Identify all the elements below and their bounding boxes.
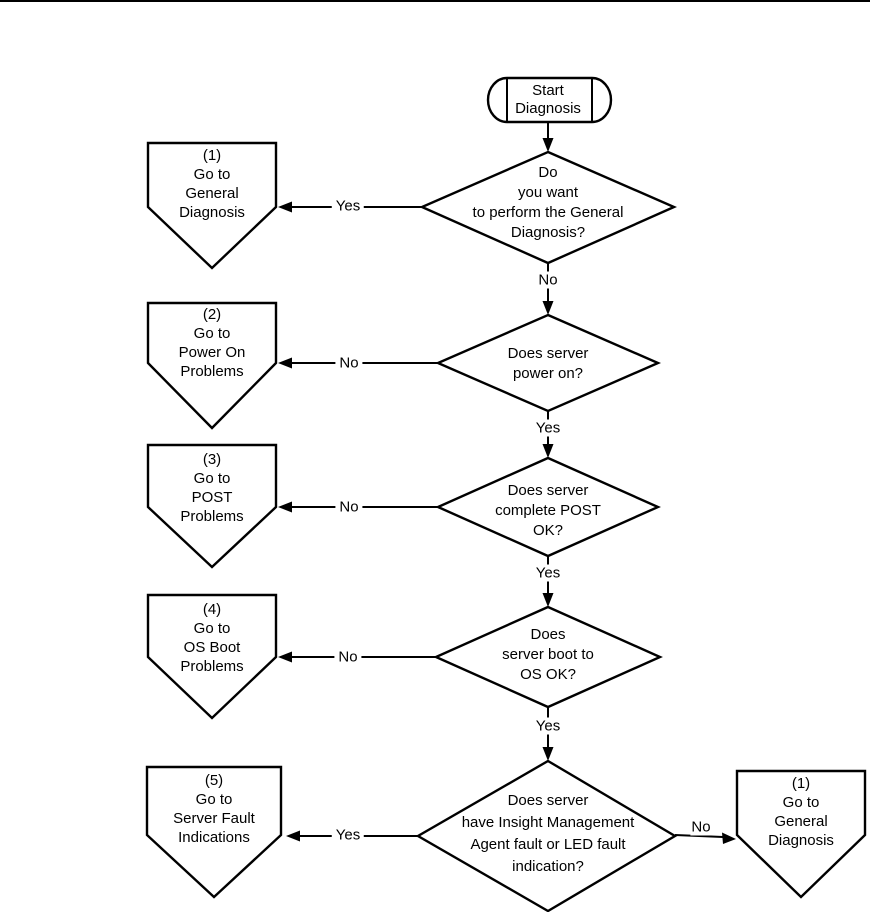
arrowhead-post-yes xyxy=(542,593,554,607)
arrowhead-fault-yes xyxy=(286,830,300,842)
edge-label-post-no: No xyxy=(335,498,363,516)
offpage-connector-post xyxy=(146,443,278,569)
goto-fault-label: (5) Go to Server Fault Indications xyxy=(173,772,255,846)
edge-label-boot-yes: Yes xyxy=(531,717,565,735)
edge-label-fault-no: No xyxy=(690,818,712,836)
goto-power-label: (2) Go to Power On Problems xyxy=(178,306,246,380)
arrowhead-general-yes xyxy=(278,201,292,213)
arrowhead-power-yes xyxy=(542,444,554,458)
edge-fault-no-line xyxy=(674,834,724,838)
decision-post-label: Does server complete POST OK? xyxy=(495,482,601,539)
edge-label-general-yes: Yes xyxy=(331,197,365,215)
arrowhead-boot-no xyxy=(278,651,292,663)
offpage-connector-osboot xyxy=(146,593,278,720)
decision-fault-label: Does server have Insight Management Agen… xyxy=(461,792,635,875)
decision-diamond-general xyxy=(419,150,677,265)
offpage-connector-general xyxy=(146,141,278,270)
decision-power-label: Does server power on? xyxy=(507,345,589,382)
edge-label-post-yes: Yes xyxy=(531,564,565,582)
arrowhead-fault-no xyxy=(722,832,736,844)
decision-diamond-fault xyxy=(415,759,678,912)
goto-general-right-label: (1) Go to General Diagnosis xyxy=(768,775,834,849)
decision-general-label: Do you want to perform the General Diagn… xyxy=(472,164,624,241)
offpage-connector-general-right xyxy=(735,769,867,899)
arrowhead-general-no xyxy=(542,301,554,315)
goto-post-label: (3) Go to POST Problems xyxy=(180,451,244,525)
arrowhead-power-no xyxy=(278,357,292,369)
edge-label-power-no: No xyxy=(335,354,363,372)
offpage-connector-fault xyxy=(145,765,283,899)
edge-label-power-yes: Yes xyxy=(531,419,565,437)
goto-general-label: (1) Go to General Diagnosis xyxy=(179,147,245,221)
offpage-connector-power xyxy=(146,301,278,430)
arrowhead-boot-yes xyxy=(542,747,554,761)
edge-label-fault-yes: Yes xyxy=(331,826,365,844)
start-label: Start Diagnosis xyxy=(515,82,581,117)
decision-boot-label: Does server boot to OS OK? xyxy=(502,626,594,683)
edge-label-boot-no: No xyxy=(334,648,362,666)
edge-label-general-no: No xyxy=(534,271,562,289)
decision-diamond-power xyxy=(434,313,662,413)
top-border-line xyxy=(0,0,870,2)
arrowhead-post-no xyxy=(278,501,292,513)
arrowhead-start-to-general xyxy=(542,138,554,152)
decision-diamond-boot xyxy=(433,605,663,709)
goto-osboot-label: (4) Go to OS Boot Problems xyxy=(180,601,244,675)
decision-diamond-post xyxy=(435,456,661,558)
